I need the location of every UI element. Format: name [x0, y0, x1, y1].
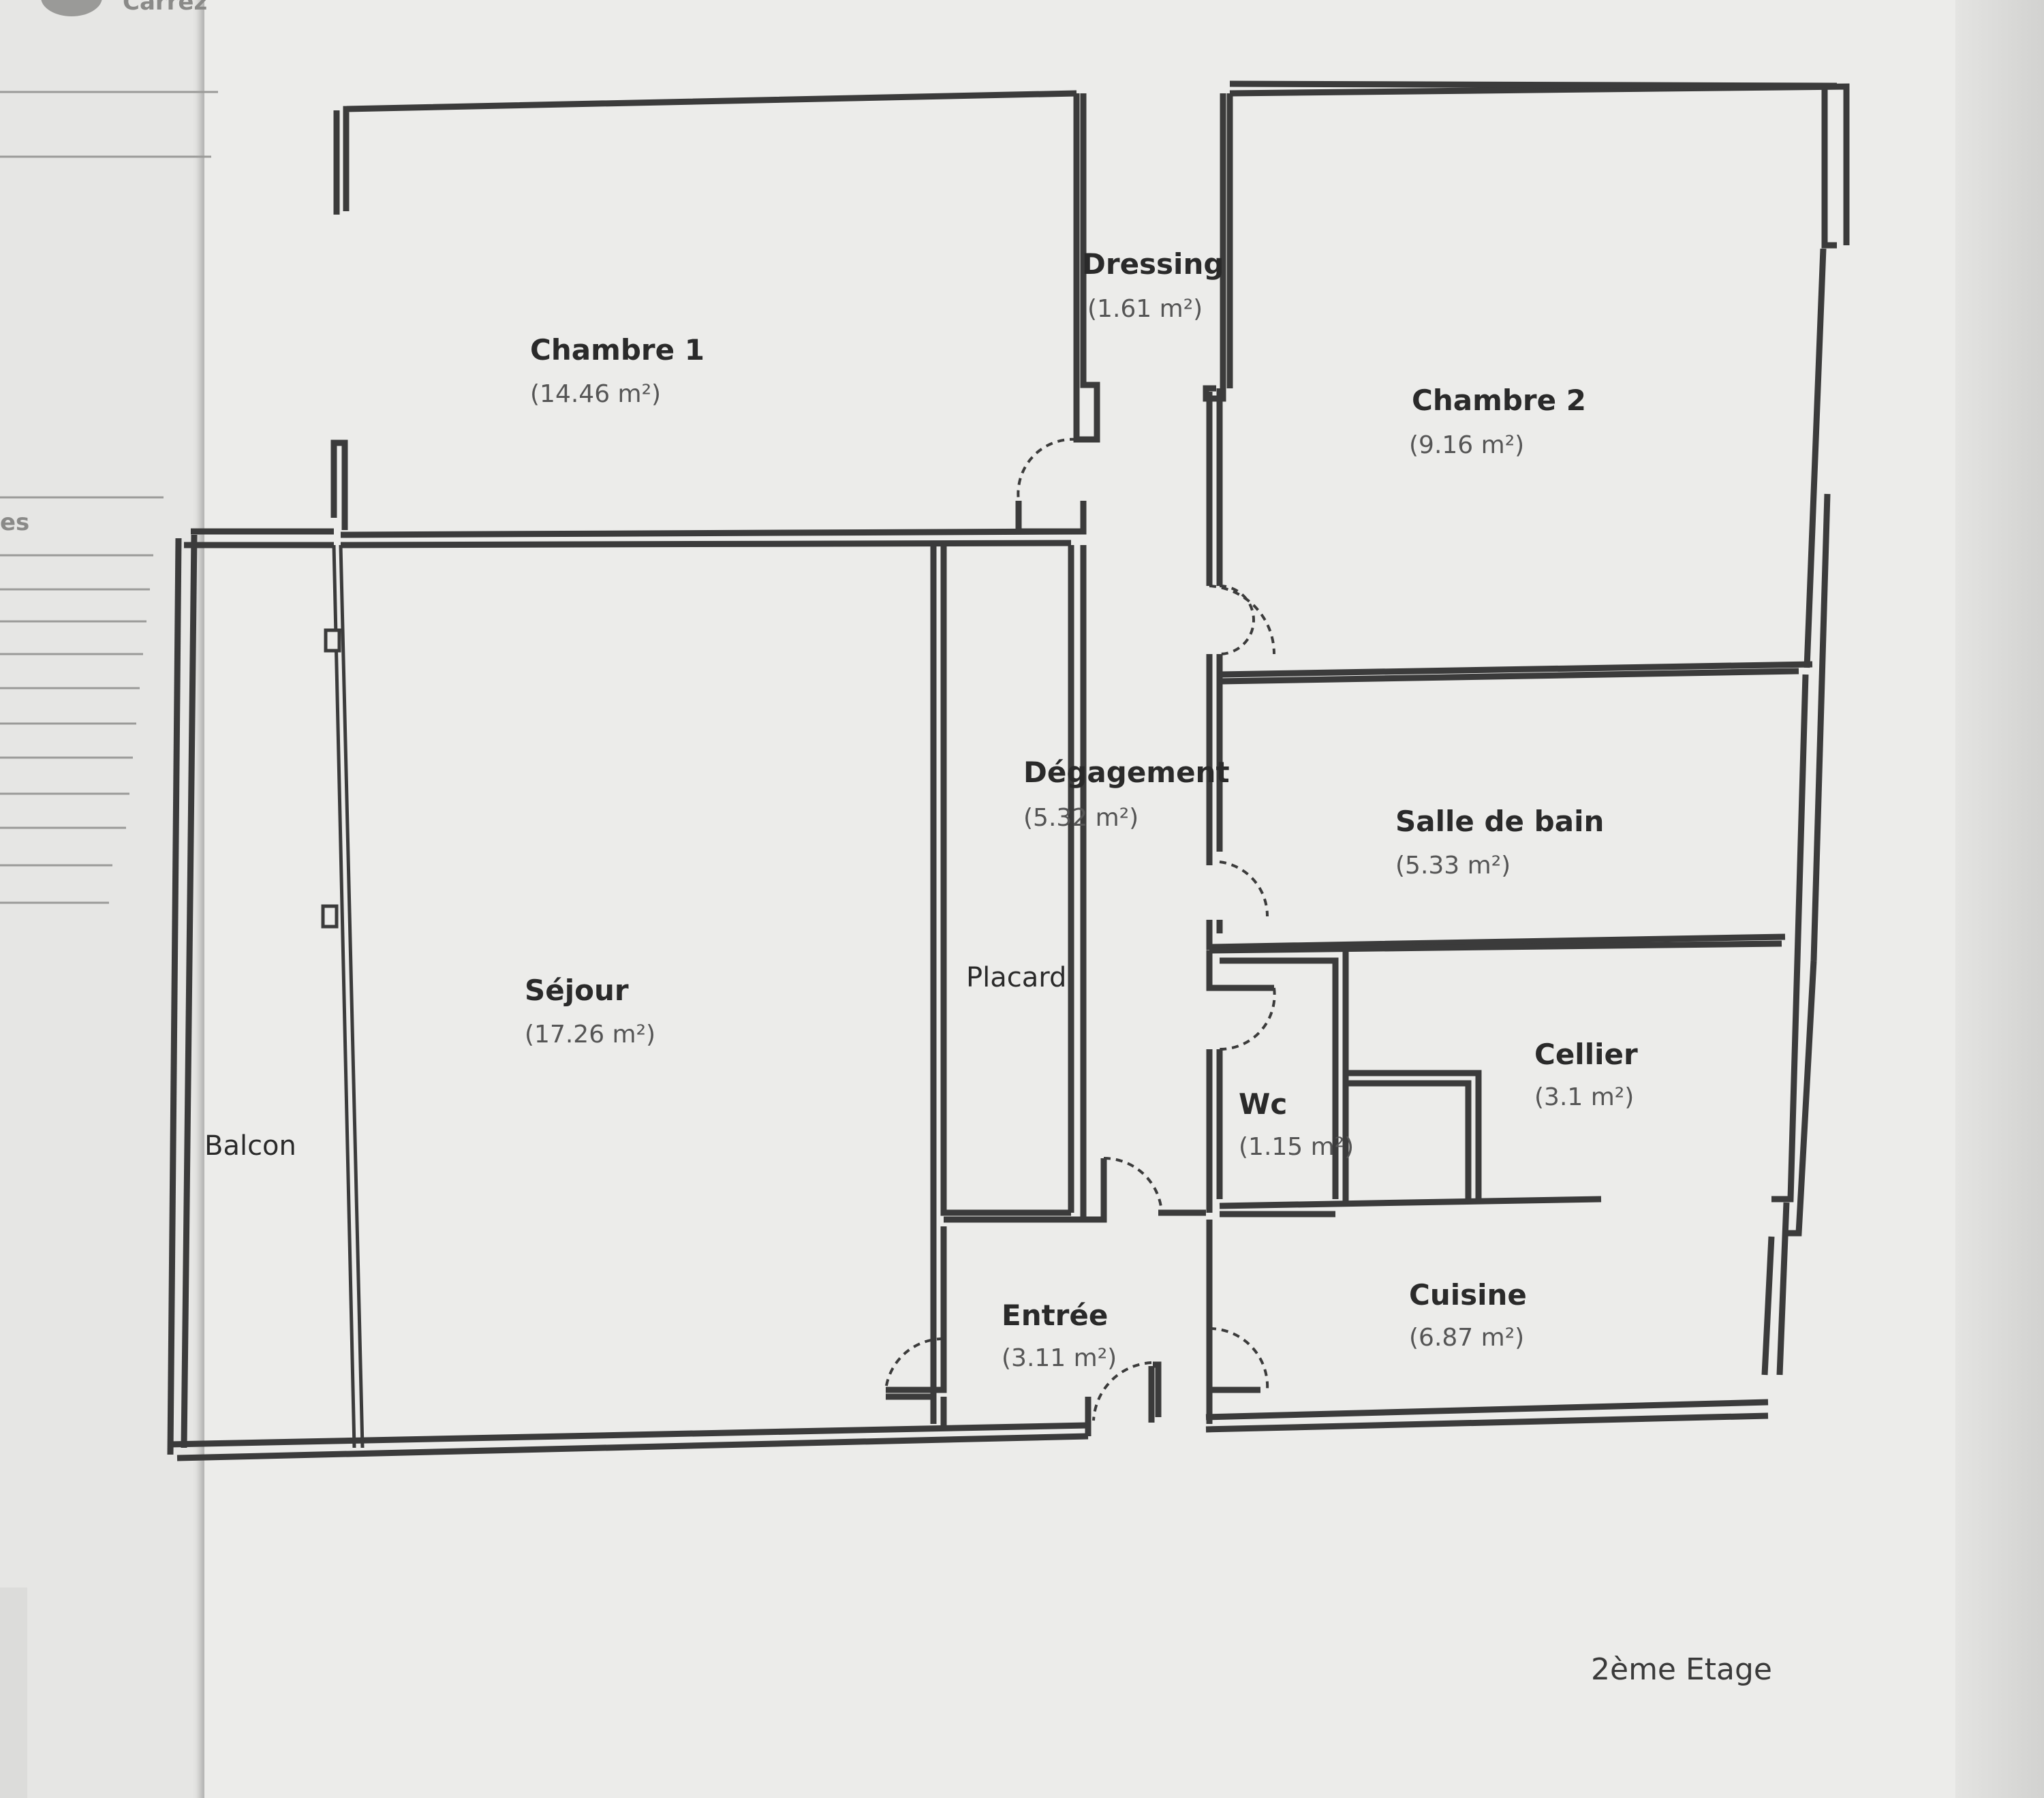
room-dressing: Dressing (1.61 m²) [1082, 247, 1224, 323]
header-logo: Carrez [41, 0, 207, 16]
room-entree: Entrée (3.11 m²) [1002, 1299, 1117, 1372]
degagement-area: (5.32 m²) [1023, 804, 1139, 832]
left-page-fragment-text: es [0, 509, 29, 536]
room-placard: Placard [966, 962, 1066, 993]
door-cuisine [1209, 1327, 1269, 1391]
entree-area: (3.11 m²) [1002, 1344, 1117, 1372]
room-cuisine: Cuisine (6.87 m²) [1409, 1278, 1527, 1352]
room-chambre2: Chambre 2 (9.16 m²) [1409, 384, 1586, 459]
outer-walls [167, 80, 1850, 1461]
wc-name: Wc [1239, 1087, 1287, 1121]
door-wc [1219, 987, 1276, 1051]
room-salle-de-bain: Salle de bain (5.33 m²) [1395, 805, 1604, 880]
room-balcon: Balcon [204, 1130, 296, 1162]
balcon-name: Balcon [204, 1130, 296, 1162]
cuisine-area: (6.87 m²) [1409, 1324, 1524, 1352]
left-page-fragment: es [0, 509, 29, 536]
chambre2-area: (9.16 m²) [1409, 431, 1524, 459]
cellier-area: (3.1 m²) [1534, 1083, 1634, 1111]
room-degagement: Dégagement (5.32 m²) [1023, 756, 1230, 832]
logo-text: Carrez [123, 0, 207, 16]
doors [884, 437, 1276, 1421]
interior-walls [321, 93, 1813, 1448]
door-chambre1 [1017, 437, 1077, 501]
chambre1-area: (14.46 m²) [530, 380, 661, 408]
dressing-area: (1.61 m²) [1087, 295, 1203, 323]
door-salle-de-bain [1219, 861, 1269, 917]
room-chambre1: Chambre 1 (14.46 m²) [530, 333, 704, 408]
lower-page-edge [0, 1587, 27, 1798]
logo-emblem-icon [41, 0, 102, 16]
floor-label: 2ème Etage [1591, 1652, 1772, 1687]
room-cellier: Cellier (3.1 m²) [1534, 1038, 1638, 1111]
salle-de-bain-area: (5.33 m²) [1395, 852, 1511, 880]
placard-name: Placard [966, 962, 1066, 993]
main-page [204, 0, 2044, 1798]
cellier-name: Cellier [1534, 1038, 1638, 1071]
right-page-edge [1955, 0, 2044, 1798]
sejour-name: Séjour [525, 974, 629, 1007]
cuisine-name: Cuisine [1409, 1278, 1527, 1312]
room-wc: Wc (1.15 m²) [1239, 1087, 1354, 1161]
door-placard-entree [1103, 1156, 1163, 1213]
chambre2-name: Chambre 2 [1412, 384, 1586, 417]
degagement-name: Dégagement [1023, 756, 1230, 789]
left-page-rules [0, 91, 218, 904]
wc-area: (1.15 m²) [1239, 1133, 1354, 1161]
dressing-name: Dressing [1082, 247, 1224, 281]
salle-de-bain-name: Salle de bain [1395, 805, 1604, 838]
sejour-area: (17.26 m²) [525, 1021, 655, 1049]
chambre1-name: Chambre 1 [530, 333, 704, 367]
door-chambre2 [1219, 585, 1255, 655]
room-sejour: Séjour (17.26 m²) [525, 974, 655, 1049]
door-chambre2-arc [1209, 585, 1276, 655]
door-main-entrance [1092, 1361, 1152, 1421]
door-sejour [884, 1337, 944, 1391]
entree-name: Entrée [1002, 1299, 1108, 1332]
